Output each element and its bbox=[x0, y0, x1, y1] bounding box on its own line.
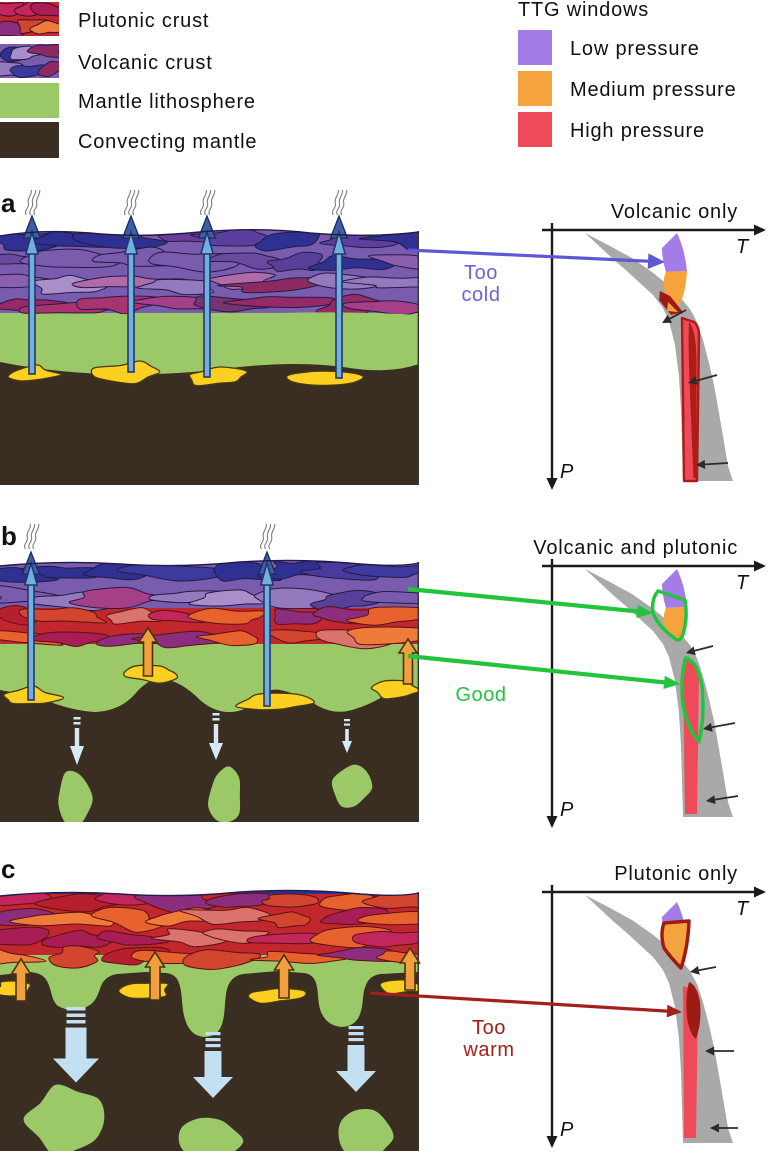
svg-text:T: T bbox=[736, 572, 750, 594]
svg-text:Volcanic and plutonic: Volcanic and plutonic bbox=[533, 537, 738, 559]
svg-text:T: T bbox=[736, 236, 750, 258]
svg-text:Medium pressure: Medium pressure bbox=[570, 79, 737, 101]
svg-text:Volcanic crust: Volcanic crust bbox=[78, 52, 213, 74]
svg-text:c: c bbox=[1, 854, 15, 884]
svg-text:Plutonic only: Plutonic only bbox=[614, 863, 738, 885]
svg-text:P: P bbox=[560, 799, 574, 821]
svg-text:Too: Too bbox=[464, 262, 498, 284]
svg-text:Good: Good bbox=[455, 684, 506, 706]
svg-text:P: P bbox=[560, 1119, 574, 1141]
svg-text:Convecting mantle: Convecting mantle bbox=[78, 131, 257, 153]
svg-text:b: b bbox=[1, 521, 17, 551]
svg-text:Volcanic only: Volcanic only bbox=[611, 201, 738, 223]
svg-text:Low pressure: Low pressure bbox=[570, 38, 700, 60]
svg-text:Mantle lithosphere: Mantle lithosphere bbox=[78, 91, 256, 113]
svg-text:warm: warm bbox=[462, 1039, 514, 1061]
svg-text:P: P bbox=[560, 461, 574, 483]
svg-text:T: T bbox=[736, 898, 750, 920]
svg-text:cold: cold bbox=[461, 284, 500, 306]
svg-text:TTG windows: TTG windows bbox=[518, 0, 649, 21]
svg-text:a: a bbox=[1, 188, 16, 218]
svg-text:Too: Too bbox=[472, 1017, 506, 1039]
svg-text:Plutonic crust: Plutonic crust bbox=[78, 10, 209, 32]
svg-text:High pressure: High pressure bbox=[570, 120, 705, 142]
